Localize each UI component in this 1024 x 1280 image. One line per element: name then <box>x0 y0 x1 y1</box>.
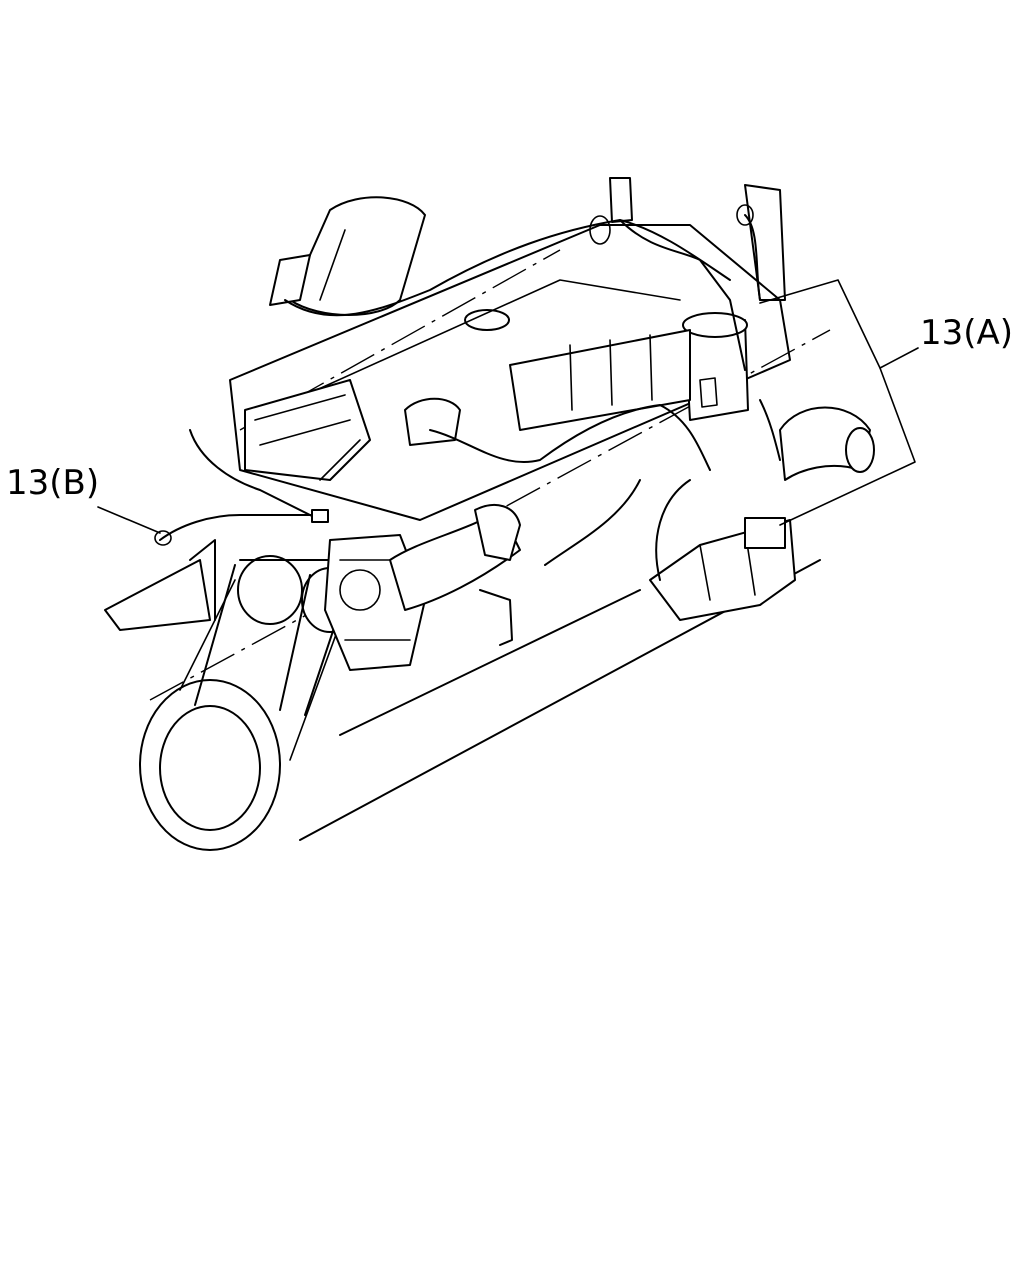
fuel-filter <box>682 312 749 421</box>
leader-13a-lower <box>779 367 916 526</box>
wiring-harness-b <box>154 429 329 546</box>
leader-13b <box>97 506 161 534</box>
engine-block <box>149 177 831 841</box>
wiring-harness-a <box>284 204 781 581</box>
callout-leaders <box>97 279 919 534</box>
callout-13b-label: 13(B) <box>6 463 99 503</box>
front-bracket <box>104 539 216 631</box>
air-intake-tube <box>269 196 426 316</box>
exhaust-elbow <box>779 406 875 481</box>
leader-13a-upper <box>759 279 919 369</box>
injection-pump <box>404 329 691 446</box>
starter-motor <box>649 517 796 621</box>
water-pipe <box>389 504 521 646</box>
callout-13a-label: 13(A) <box>920 313 1013 353</box>
